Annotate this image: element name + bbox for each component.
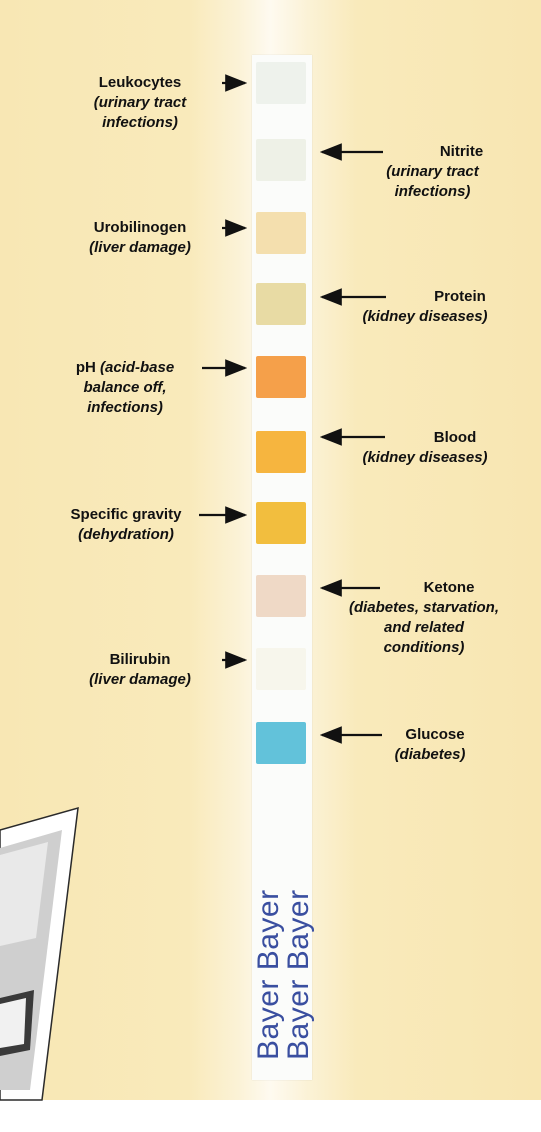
urobilinogen-desc: (liver damage) <box>60 238 220 258</box>
leukocytes-name: Leukocytes <box>99 74 182 91</box>
leukocytes-desc-1: (urinary tract <box>60 93 220 113</box>
ketone-desc-1: (diabetes, starvation, <box>318 598 530 618</box>
specific-gravity-name: Specific gravity <box>71 506 182 523</box>
urobilinogen-label: Urobilinogen (liver damage) <box>60 218 220 258</box>
protein-name: Protein <box>434 288 486 305</box>
protein-label: Protein (kidney diseases) <box>325 287 525 327</box>
nitrite-desc-1: (urinary tract <box>345 162 520 182</box>
glucose-desc: (diabetes) <box>345 745 515 765</box>
bilirubin-label: Bilirubin (liver damage) <box>60 650 220 690</box>
ph-name: pH <box>76 359 96 376</box>
specific-gravity-label: Specific gravity (dehydration) <box>46 505 206 545</box>
ph-desc-2: infections) <box>40 398 210 418</box>
ketone-desc-2: and related <box>318 618 530 638</box>
ketone-desc-3: conditions) <box>318 638 530 658</box>
protein-desc: (kidney diseases) <box>325 307 525 327</box>
leukocytes-desc-2: infections) <box>60 113 220 133</box>
ketone-label: Ketone (diabetes, starvation, and relate… <box>318 578 530 658</box>
ph-label: pH (acid-base balance off, infections) <box>40 358 210 418</box>
nitrite-label: Nitrite (urinary tract infections) <box>345 142 520 202</box>
blood-label: Blood (kidney diseases) <box>325 428 525 468</box>
bilirubin-name: Bilirubin <box>110 651 171 668</box>
urobilinogen-name: Urobilinogen <box>94 219 187 236</box>
glucose-label: Glucose (diabetes) <box>345 725 515 765</box>
ph-desc-inline: (acid-base <box>100 359 174 376</box>
leukocytes-label: Leukocytes (urinary tract infections) <box>60 73 220 133</box>
blood-name: Blood <box>434 429 477 446</box>
bilirubin-desc: (liver damage) <box>60 670 220 690</box>
nitrite-name: Nitrite <box>440 143 483 160</box>
nitrite-desc-2: infections) <box>345 182 520 202</box>
blood-desc: (kidney diseases) <box>325 448 525 468</box>
ph-desc-1: balance off, <box>40 378 210 398</box>
glucose-name: Glucose <box>405 726 464 743</box>
specific-gravity-desc: (dehydration) <box>46 525 206 545</box>
ketone-name: Ketone <box>424 579 475 596</box>
